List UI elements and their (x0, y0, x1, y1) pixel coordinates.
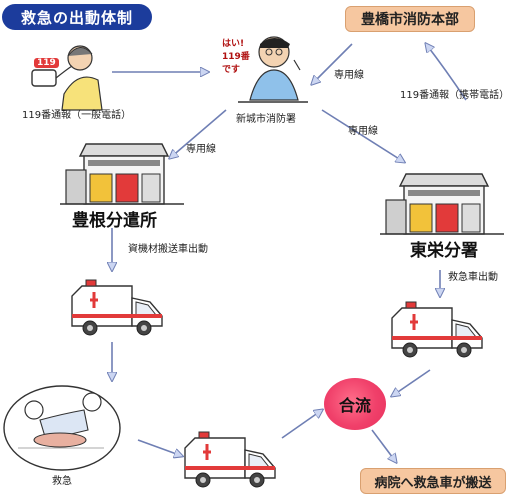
caller-phone-mark: 119 (34, 58, 59, 68)
caller-illustration (31, 45, 103, 111)
dispatcher-speech: はい! 119番です (222, 39, 250, 75)
merge-node: 合流 (324, 378, 386, 430)
caller-label: 119番通報（一般電話） (22, 110, 132, 121)
east-branch-label: 東栄分署 (410, 241, 478, 261)
edge-label-line-west: 専用線 (186, 144, 216, 155)
hospital-node: 病院へ救急車が搬送 (360, 468, 506, 494)
dispatcher-label: 新城市消防署 (236, 114, 296, 125)
edge-label-mobile-call: 119番通報（携帯電話） (400, 90, 510, 101)
ambulance-east (390, 300, 484, 359)
first-aid-label: 救急 (52, 476, 72, 487)
west-station-illustration (59, 143, 185, 205)
ambulance-bottom (183, 430, 277, 489)
edge-label-west-dispatch: 資機材搬送車出動 (128, 244, 208, 255)
dispatcher-illustration (238, 36, 308, 103)
first-aid-illustration (3, 385, 121, 471)
hq-node: 豊橋市消防本部 (345, 6, 475, 32)
edge-label-line-hq: 専用線 (334, 70, 364, 81)
edge-label-east-dispatch: 救急車出動 (448, 272, 498, 283)
ambulance-west (70, 278, 164, 337)
east-station-illustration (379, 173, 505, 235)
diagram-title: 救急の出動体制 (2, 4, 152, 30)
edge-label-line-east: 専用線 (348, 126, 378, 137)
flow-arrows (112, 44, 467, 462)
west-branch-label: 豊根分遣所 (72, 211, 157, 231)
